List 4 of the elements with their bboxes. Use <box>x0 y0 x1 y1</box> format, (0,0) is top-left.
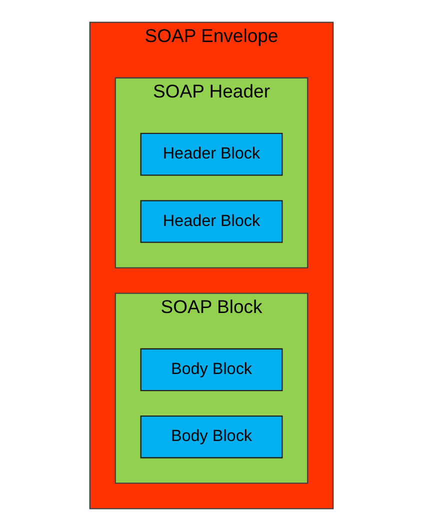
node-box: Body Block <box>140 415 282 458</box>
node-box: Body Block <box>140 348 282 392</box>
node-box: Header Block <box>140 132 282 176</box>
node-box: Header Block <box>140 200 282 243</box>
